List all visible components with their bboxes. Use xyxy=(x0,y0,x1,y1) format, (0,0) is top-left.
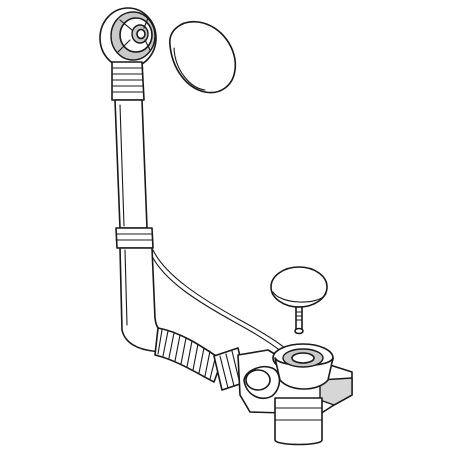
overflow-pipe xyxy=(114,99,148,229)
drain-plug xyxy=(270,266,328,308)
corrugated-flex-hose xyxy=(154,327,223,383)
drain-outlet xyxy=(274,397,323,446)
overflow-cover-cap xyxy=(169,20,237,94)
drain-flange xyxy=(272,343,334,390)
overflow-rosette xyxy=(99,7,157,69)
pipe-coupling xyxy=(115,227,154,249)
bowden-cable-inner xyxy=(149,251,283,353)
bowden-cable xyxy=(152,249,286,349)
overflow-connector xyxy=(111,61,145,101)
plug-stem xyxy=(294,306,304,335)
